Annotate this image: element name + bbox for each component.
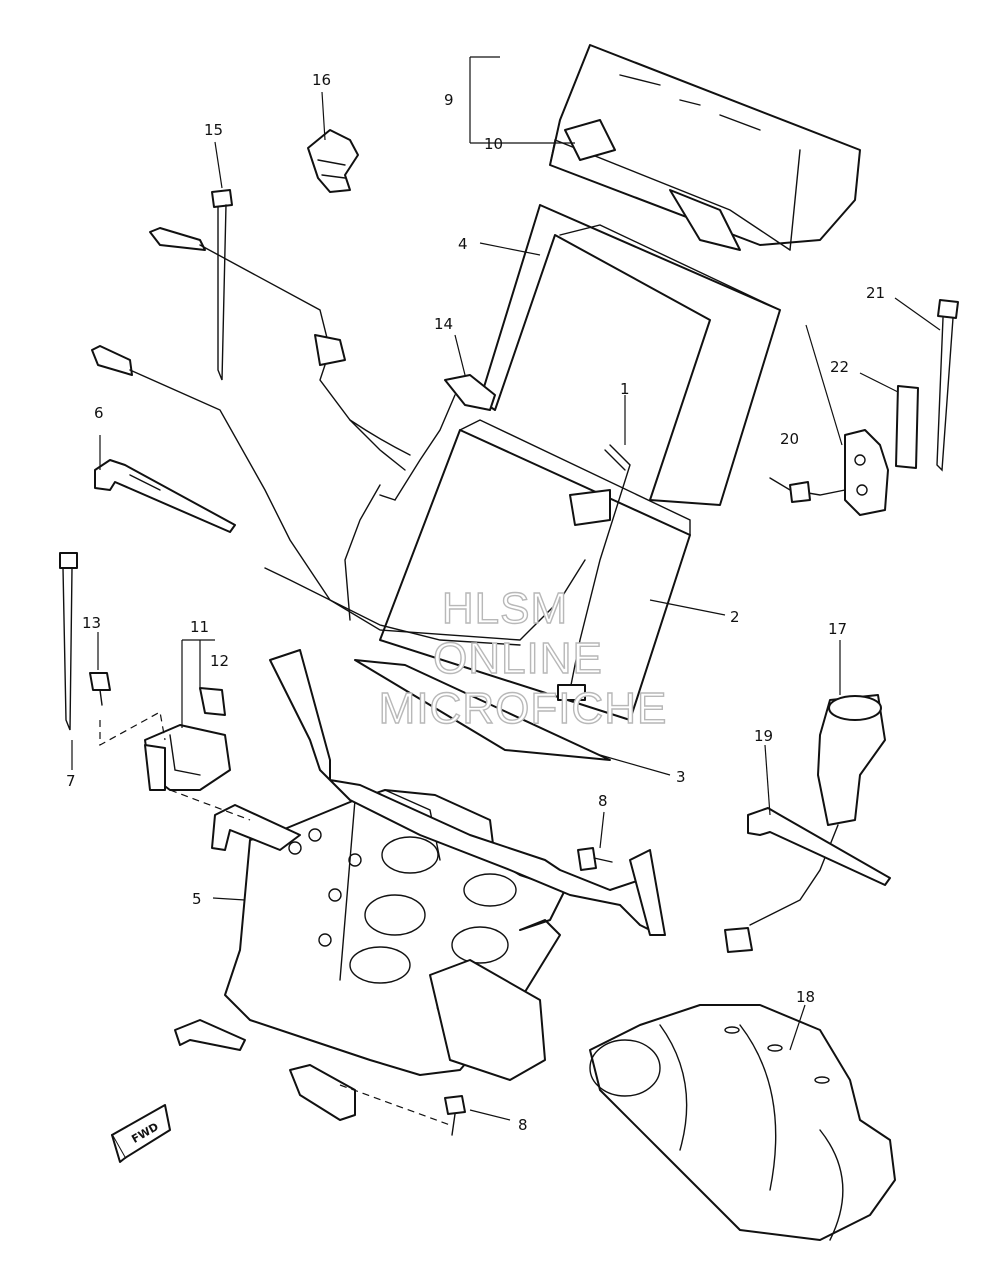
switch-20[interactable]	[769, 429, 889, 516]
watermark: HLSM ONLINE MICROFICHE	[378, 583, 668, 733]
watermark-line-2: ONLINE	[433, 634, 603, 683]
callout-1: 1	[620, 380, 630, 398]
battery-positive-cable[interactable]	[379, 374, 496, 501]
callout-3: 3	[676, 768, 686, 786]
callout-14: 14	[434, 315, 453, 333]
callout-16: 16	[312, 71, 331, 89]
battery-pad[interactable]	[354, 659, 611, 761]
bolt-13[interactable]	[89, 672, 111, 706]
callout-12: 12	[210, 652, 229, 670]
starter-relay[interactable]	[144, 724, 231, 791]
cable-tie-7[interactable]	[59, 552, 78, 731]
pad-22[interactable]	[895, 385, 919, 469]
callout-9: 9	[444, 91, 454, 109]
band-6[interactable]	[94, 459, 236, 533]
callout-17: 17	[828, 620, 847, 638]
callout-19: 19	[754, 727, 773, 745]
ground-cable[interactable]	[91, 345, 586, 646]
callout-7: 7	[66, 772, 76, 790]
callout-20: 20	[780, 430, 799, 448]
bolt-8-lower[interactable]	[444, 1095, 466, 1136]
band-19[interactable]	[747, 807, 891, 886]
callout-6: 6	[94, 404, 104, 422]
callout-21: 21	[866, 284, 885, 302]
callout-labels: 1 2 3 4 5 6 7 8 8 9 10 11 12 13 14 15 16…	[66, 71, 885, 1134]
fuse-12[interactable]	[199, 687, 226, 716]
callout-2: 2	[730, 608, 740, 626]
battery[interactable]	[379, 419, 691, 721]
callout-4: 4	[458, 235, 468, 253]
accessory-socket[interactable]	[724, 694, 886, 953]
cover-18[interactable]	[589, 1004, 896, 1241]
starter-cable[interactable]	[149, 227, 411, 471]
callout-8-lower: 8	[518, 1116, 528, 1134]
cable-tie-15[interactable]	[211, 189, 233, 381]
forward-arrow-icon: FWD	[111, 1104, 171, 1163]
callout-10: 10	[484, 135, 503, 153]
battery-cover[interactable]	[549, 44, 861, 251]
leader-lines	[71, 56, 941, 1126]
bolt-8-upper[interactable]	[577, 847, 613, 871]
callout-13: 13	[82, 614, 101, 632]
watermark-line-1: HLSM	[442, 584, 568, 633]
clamp-16[interactable]	[307, 129, 359, 193]
cable-tie-21[interactable]	[936, 299, 959, 472]
battery-box[interactable]	[174, 649, 666, 1121]
callout-22: 22	[830, 358, 849, 376]
battery-negative-lead[interactable]	[557, 444, 631, 701]
callout-18: 18	[796, 988, 815, 1006]
callout-15: 15	[204, 121, 223, 139]
callout-11: 11	[190, 618, 209, 636]
watermark-line-3: MICROFICHE	[379, 684, 668, 733]
callout-5: 5	[192, 890, 202, 908]
callout-8-upper: 8	[598, 792, 608, 810]
